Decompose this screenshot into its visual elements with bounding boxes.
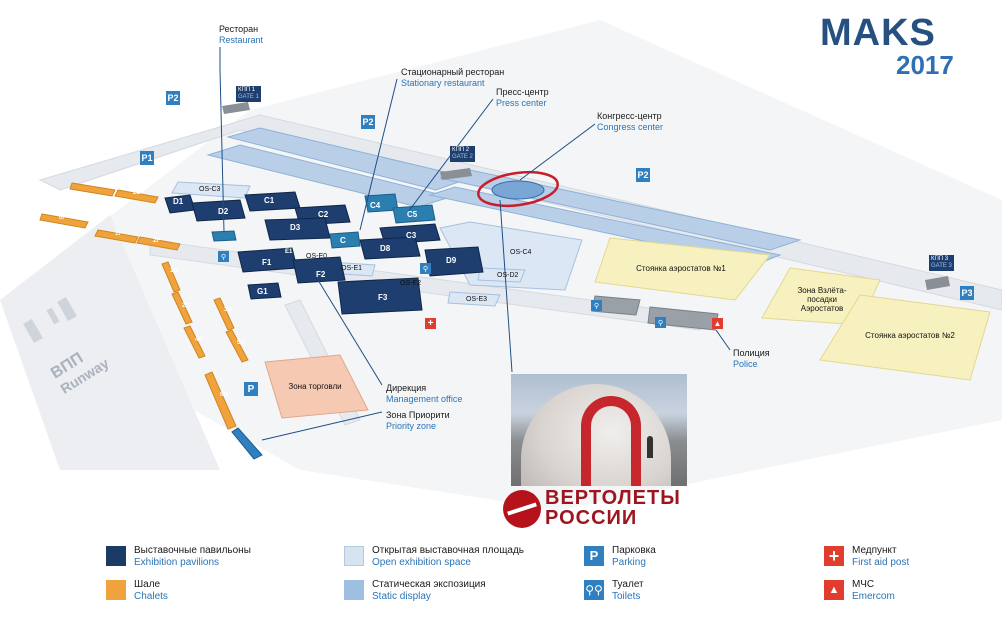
balloon-zone-1-label: Стоянка аэростатов №1 <box>636 264 726 273</box>
runway-markings <box>23 296 77 344</box>
pavilion-label: D8 <box>380 244 391 253</box>
pavilion-label: G1 <box>257 287 268 296</box>
congress-center-dome <box>491 180 545 200</box>
balloon-zone-2 <box>819 294 991 381</box>
chalet-label: 5G <box>237 340 246 346</box>
chalet-label: 3G <box>224 307 233 313</box>
exhibition-pavilions <box>164 191 484 315</box>
chalet-label: 2D <box>133 190 141 196</box>
emercom-icon: ▲ <box>712 318 723 329</box>
russian-helicopters-logo: ВЕРТОЛЕТЫ РОССИИ <box>503 487 683 532</box>
parking-p1-marker: P1 <box>140 151 154 165</box>
first-aid-icon: + <box>425 318 436 329</box>
open-area-label: OS-D2 <box>497 272 519 279</box>
pavilion-label: C <box>340 236 346 245</box>
runway-strip <box>0 215 220 470</box>
parking-p2-marker-right: P2 <box>636 168 650 182</box>
logo-year: 2017 <box>896 50 954 80</box>
annotation-police: Полиция Police <box>733 348 770 369</box>
pavilion-label: D1 <box>173 197 184 206</box>
congress-center-highlight <box>477 170 559 208</box>
trade-zone-label: Зона торговли <box>288 382 342 391</box>
annotation-stationary-restaurant: Стационарный ресторан Stationary restaur… <box>401 67 505 88</box>
parking-p3-marker: P3 <box>960 286 974 300</box>
russian-helicopters-mark-icon <box>503 490 541 528</box>
pavilion-label: C4 <box>370 201 381 210</box>
pavilion-label: F2 <box>316 270 326 279</box>
balloon-zone-2-label: Стоянка аэростатов №2 <box>865 331 955 340</box>
balloon-takeoff-zone-label: Зона Взлёта-посадки Аэростатов <box>797 286 847 313</box>
parking-p2-marker-top: P2 <box>166 91 180 105</box>
toilet-icon: ⚲ <box>591 300 602 311</box>
pavilion-label: D9 <box>446 256 457 265</box>
open-area-label: OS-E1 <box>341 265 363 272</box>
open-area-label: OS-E2 <box>400 280 422 287</box>
pavilion-label: E1 <box>285 249 293 255</box>
toilet-icon: ⚲⚲ <box>584 580 604 600</box>
first-aid-icon: + <box>824 546 844 566</box>
chalet-label: 1D <box>92 182 100 188</box>
pavilion-label: C3 <box>406 231 417 240</box>
legend-swatch <box>344 546 364 566</box>
gate-buildings <box>222 102 950 290</box>
annotation-priority-zone: Зона Приорити Priority zone <box>386 410 450 431</box>
legend-swatch <box>106 580 126 600</box>
pavilion-label: F1 <box>262 258 272 267</box>
chalet-label: 1G <box>170 268 179 274</box>
chalet-label: 0F <box>59 215 67 221</box>
parking-p2-marker-center: P2 <box>361 115 375 129</box>
logo-maks-text: MAKS <box>820 12 936 54</box>
teal-pavilions <box>211 193 436 249</box>
helicopter-pavilion-photo <box>511 374 687 486</box>
annotation-management: Дирекция Management office <box>386 383 463 404</box>
maks-logo: MAKS 2017 <box>820 12 980 80</box>
emercom-icon: ▲ <box>824 580 844 600</box>
pavilion-label: C5 <box>407 210 418 219</box>
open-area-label: OS-C4 <box>510 249 532 256</box>
chalet-label: 1F <box>115 231 123 237</box>
open-area-label: OS-E3 <box>466 296 488 303</box>
trade-zone <box>264 354 369 419</box>
annotation-press-center: Пресс-центр Press center <box>496 87 549 108</box>
open-area-label: OS-C3 <box>199 186 221 193</box>
toilet-icon: ⚲ <box>420 263 431 274</box>
chalet-label: 2F <box>153 238 161 244</box>
chalet-label: 2G <box>182 303 191 309</box>
toilet-icon: ⚲ <box>655 317 666 328</box>
chalet-label: 4G <box>195 337 204 343</box>
toilet-icon: ⚲ <box>218 251 229 262</box>
pavilion-label: C1 <box>264 196 275 205</box>
pavilion-label: D2 <box>218 207 229 216</box>
pavilion-label: C2 <box>318 210 329 219</box>
parking-p-marker: P <box>244 382 258 396</box>
legend-swatch <box>106 546 126 566</box>
pavilion-label: F3 <box>378 293 388 302</box>
annotation-congress-center: Конгресс-центр Congress center <box>597 111 664 132</box>
pavilion-label: D3 <box>290 223 301 232</box>
legend-swatch <box>344 580 364 600</box>
parking-icon: P <box>584 546 604 566</box>
chalets <box>39 182 249 430</box>
balloon-zone-1 <box>594 237 771 301</box>
chalet-label: 6G <box>220 392 229 398</box>
open-area-label: OS-E0 <box>306 253 328 260</box>
balloon-zones <box>594 237 991 381</box>
annotation-restaurant: Ресторан Restaurant <box>219 24 264 45</box>
priority-zone <box>231 427 263 460</box>
